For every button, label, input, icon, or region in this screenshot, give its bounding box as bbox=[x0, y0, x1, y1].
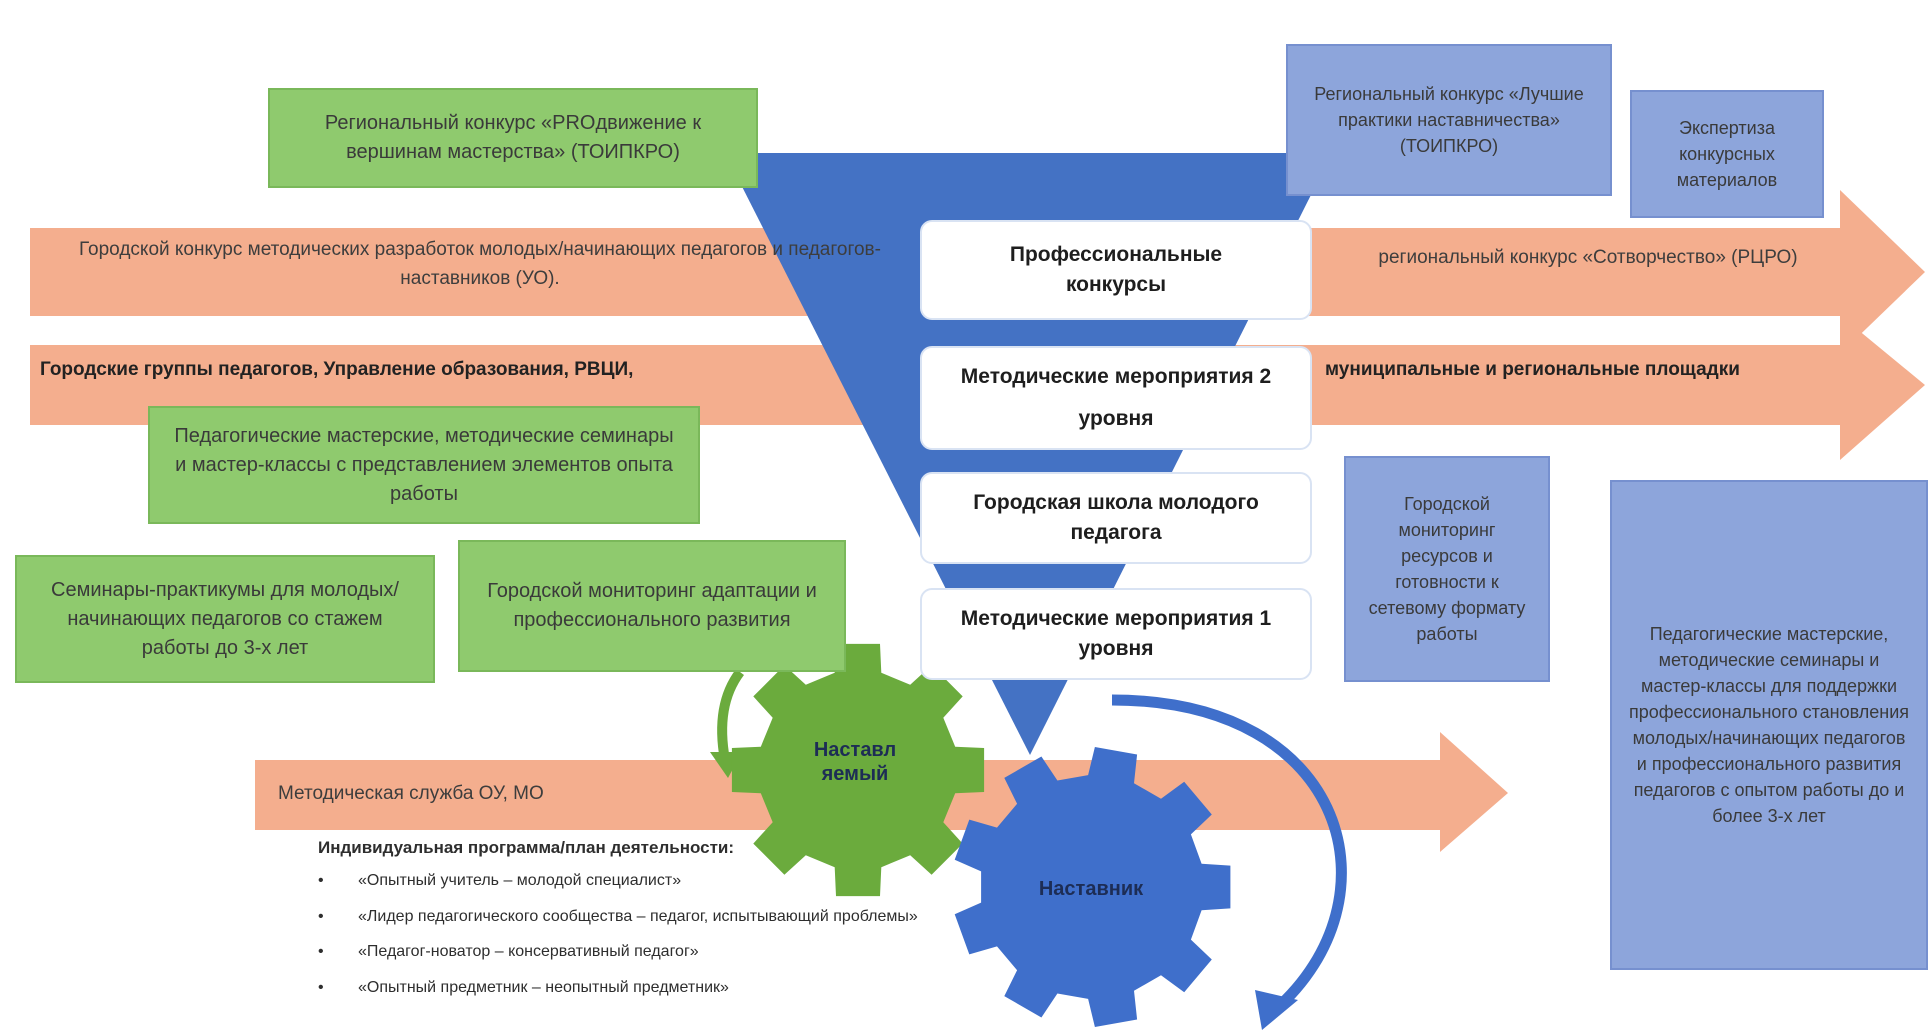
plan-item: «Лидер педагогического сообщества – педа… bbox=[300, 904, 1020, 930]
blue-curved-arrow bbox=[1111, 694, 1347, 1015]
box-city-monitoring: Городской мониторинг ресурсов и готовнос… bbox=[1344, 456, 1550, 682]
arrow-row2-text: Городские группы педагогов, Управление о… bbox=[40, 359, 634, 380]
funnel-level-4: Методические мероприятия 1 уровня bbox=[920, 588, 1312, 680]
arrow-row1-right-text: региональный конкурс «Сотворчество» (РЦР… bbox=[1378, 247, 1798, 268]
box-expertise: Экспертиза конкурсных материалов bbox=[1630, 90, 1824, 218]
box-seminars: Семинары-практикумы для молодых/начинающ… bbox=[15, 555, 435, 683]
box-pedagogical-workshops: Педагогические мастерские, методические … bbox=[1610, 480, 1928, 970]
box-monitoring: Городской мониторинг адаптации и професс… bbox=[458, 540, 846, 672]
plan-list: «Опытный учитель – молодой специалист» «… bbox=[300, 868, 1020, 1000]
individual-plan: Индивидуальная программа/план деятельнос… bbox=[300, 838, 1020, 1010]
gear-mentee-label: Наставляемый bbox=[813, 739, 897, 785]
arrow-row1-text: Городской конкурс методических разработо… bbox=[79, 239, 881, 289]
box-workshops: Педагогические мастерские, методические … bbox=[148, 406, 700, 524]
gear-mentor bbox=[954, 747, 1231, 1027]
box-regional-contest: Региональный конкурс «PROдвижение к верш… bbox=[268, 88, 758, 188]
gear-mentor-label: Наставник bbox=[1038, 878, 1144, 900]
plan-item: «Опытный предметник – неопытный предметн… bbox=[300, 975, 1020, 1001]
green-curved-arrow bbox=[717, 668, 745, 761]
plan-title: Индивидуальная программа/план деятельнос… bbox=[318, 838, 735, 857]
gear-mentee bbox=[731, 643, 985, 897]
gear-blue-shape bbox=[954, 747, 1231, 1027]
funnel-level-2: Методические мероприятия 2 уровня bbox=[920, 346, 1312, 450]
plan-item: «Педагог-новатор – консервативный педаго… bbox=[300, 939, 1020, 965]
arrow-row3-text: Методическая служба ОУ, МО bbox=[278, 783, 544, 804]
funnel-level-3: Городская школа молодого педагога bbox=[920, 472, 1312, 564]
arrow-row2-right-text: муниципальные и региональные площадки bbox=[1325, 359, 1740, 380]
gear-green-shape bbox=[731, 643, 985, 897]
box-best-practices: Региональный конкурс «Лучшие практики на… bbox=[1286, 44, 1612, 196]
funnel-level-1: Профессиональные конкурсы bbox=[920, 220, 1312, 320]
plan-item: «Опытный учитель – молодой специалист» bbox=[300, 868, 1020, 894]
